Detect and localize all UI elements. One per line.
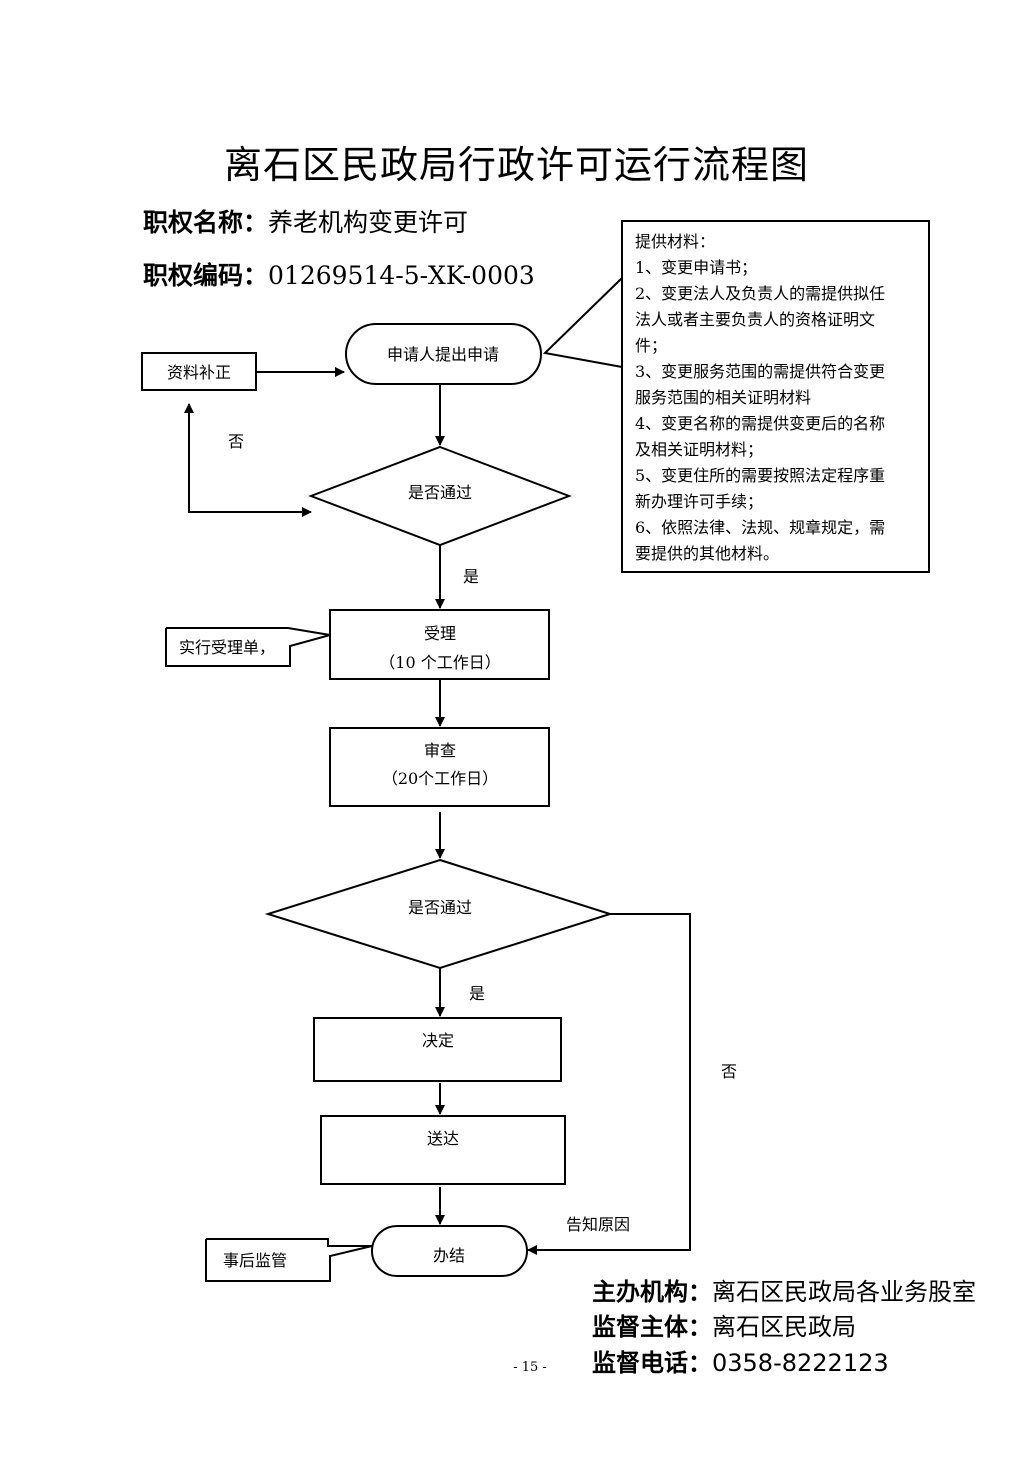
start-label: 申请人提出申请: [387, 345, 499, 364]
review-node: [329, 727, 550, 807]
reason-label: 告知原因: [566, 1215, 630, 1234]
delivery-label: 送达: [427, 1129, 459, 1148]
footer-org: 主办机构：离石区民政局各业务股室: [592, 1272, 976, 1307]
footer-org-value: 离石区民政局各业务股室: [712, 1278, 976, 1306]
materials-line: 要提供的其他材料。: [635, 544, 779, 563]
check1-label: 是否通过: [408, 483, 472, 502]
authority-code-value: 01269514-5-XK-0003: [268, 261, 535, 290]
review-days: （20个工作日）: [382, 769, 498, 788]
accept-note: 实行受理单，: [179, 638, 275, 657]
materials-box: [621, 220, 930, 573]
footer-supervisor-label: 监督主体：: [592, 1313, 712, 1341]
materials-callout: [542, 277, 623, 368]
materials-line: 6、依照法律、法规、规章规定，需: [635, 518, 885, 537]
materials-line: 件；: [635, 336, 667, 355]
materials-line: 2、变更法人及负责人的需提供拟任: [635, 284, 885, 303]
decision-label: 决定: [422, 1031, 454, 1050]
accept-note-shape: [165, 627, 331, 667]
footer-phone: 监督电话：0358-8222123: [592, 1343, 889, 1378]
check2-no-label: 否: [721, 1062, 737, 1081]
materials-line: 提供材料：: [635, 232, 715, 251]
supplement-label: 资料补正: [167, 363, 231, 382]
materials-line: 法人或者主要负责人的资格证明文: [635, 310, 875, 329]
authority-name-value: 养老机构变更许可: [268, 208, 469, 237]
materials-line: 服务范围的相关证明材料: [635, 388, 811, 407]
page-title: 离石区民政局行政许可运行流程图: [223, 143, 809, 187]
authority-name: 职权名称：养老机构变更许可: [143, 203, 468, 239]
delivery-node: [320, 1115, 566, 1185]
finish-label: 办结: [433, 1246, 465, 1265]
footer-phone-label: 监督电话：: [592, 1349, 712, 1377]
authority-code-label: 职权编码：: [143, 261, 269, 290]
materials-line: 1、变更申请书；: [635, 258, 757, 277]
materials-line: 4、变更名称的需提供变更后的名称: [635, 414, 885, 433]
accept-days: （10 个工作日）: [379, 653, 500, 672]
materials-line: 新办理许可手续；: [635, 492, 763, 511]
finish-note: 事后监管: [223, 1251, 287, 1270]
finish-node: [371, 1225, 528, 1277]
review-label: 审查: [424, 741, 456, 760]
start-node: [345, 323, 542, 385]
arrow-check1-no: [184, 403, 311, 513]
decision-node: [313, 1017, 562, 1082]
arrow-check2-no: [527, 913, 691, 1255]
footer-supervisor-value: 离石区民政局: [712, 1313, 856, 1341]
authority-code: 职权编码：01269514-5-XK-0003: [143, 256, 535, 292]
footer-phone-value: 0358-8222123: [712, 1349, 889, 1377]
check2-label: 是否通过: [408, 898, 472, 917]
check1-no-label: 否: [228, 432, 244, 451]
check1-yes-label: 是: [463, 567, 479, 586]
page-number: - 15 -: [513, 1360, 547, 1375]
finish-note-shape: [205, 1238, 373, 1282]
materials-line: 3、变更服务范围的需提供符合变更: [635, 362, 885, 381]
check2-yes-label: 是: [469, 984, 485, 1003]
authority-name-label: 职权名称：: [143, 208, 269, 237]
accept-label: 受理: [424, 624, 456, 643]
footer-org-label: 主办机构：: [592, 1278, 712, 1306]
materials-line: 5、变更住所的需要按照法定程序重: [635, 466, 885, 485]
materials-line: 及相关证明材料；: [635, 440, 763, 459]
footer-supervisor: 监督主体：离石区民政局: [592, 1307, 856, 1342]
